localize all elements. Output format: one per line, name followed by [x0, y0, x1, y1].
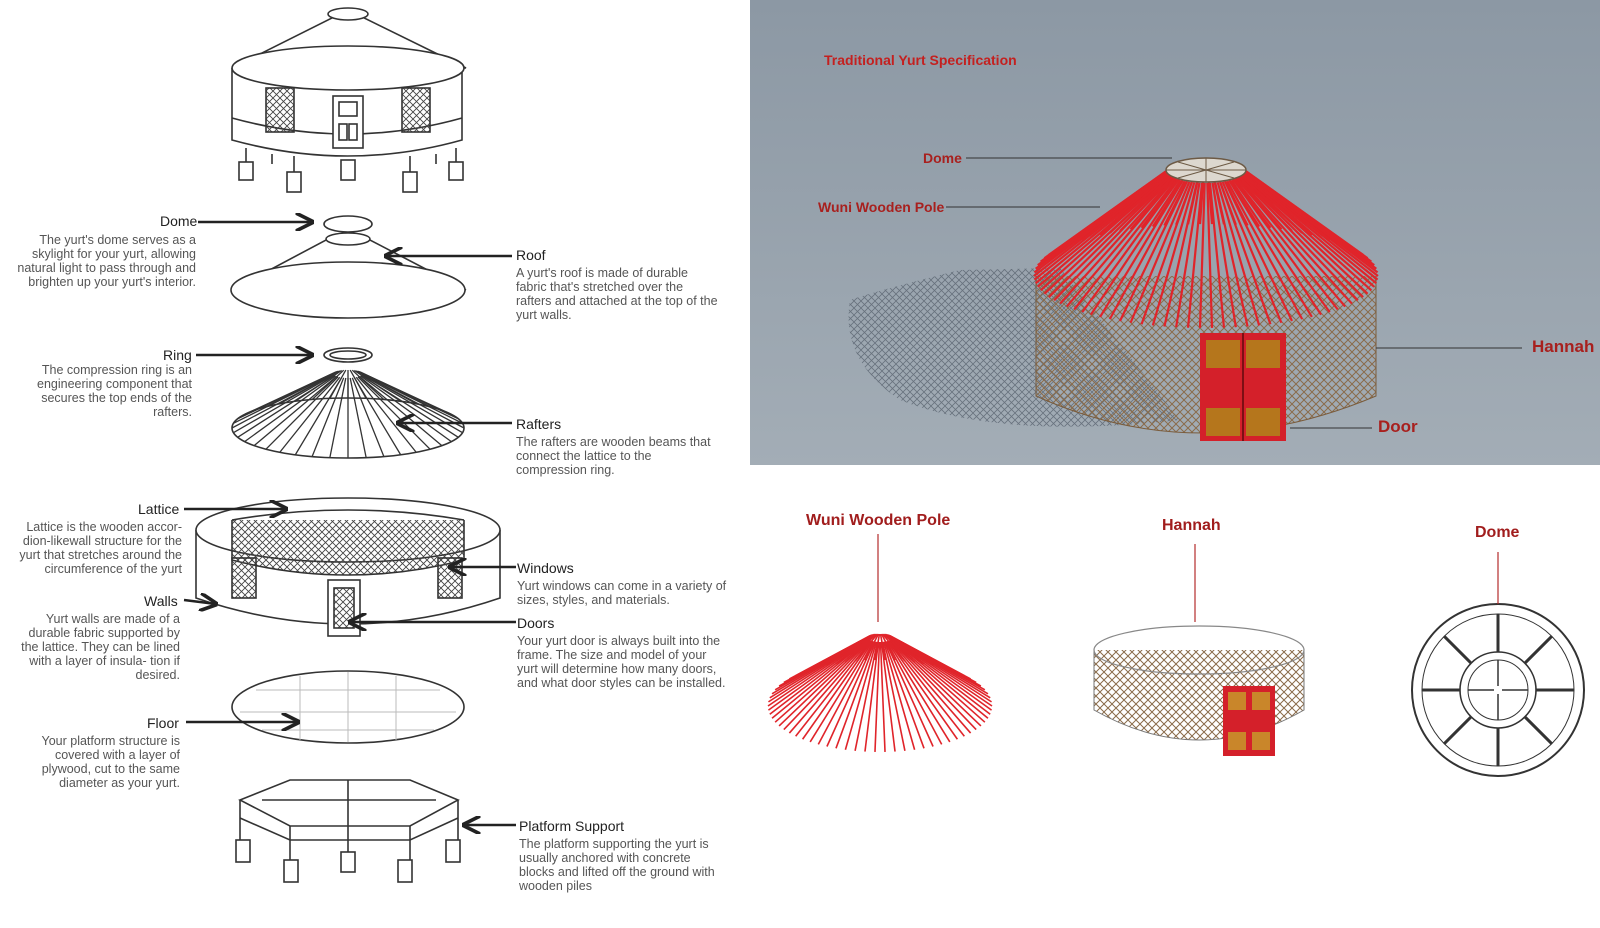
- yurt-shadow: [848, 268, 1180, 427]
- pointer-arrows: [183, 222, 516, 825]
- platform-support-description: The platform supporting the yurt is usua…: [519, 837, 715, 893]
- component-hannah-label: Hannah: [1162, 517, 1221, 534]
- spec-dome-label: Dome: [923, 150, 962, 166]
- spec-hannah-label: Hannah: [1532, 337, 1595, 356]
- hannah-component: [1093, 625, 1305, 756]
- wuni-pole-component: [767, 633, 993, 752]
- rafters-label: Rafters: [516, 416, 562, 432]
- spec-title: Traditional Yurt Specification: [824, 52, 1017, 68]
- rafters-description: The rafters are wooden beams that connec…: [516, 435, 711, 477]
- dome-component: [1411, 603, 1585, 777]
- platform-support-label: Platform Support: [519, 818, 625, 834]
- walls-description: Yurt walls are made of a durable fabric …: [21, 612, 180, 682]
- floor-description: Your platform structure is covered with …: [41, 734, 180, 790]
- assembled-yurt-illustration: [231, 7, 467, 193]
- spec-wuni-label: Wuni Wooden Pole: [818, 199, 945, 215]
- wuni-roof-render: [1033, 160, 1379, 329]
- door-render: [1200, 333, 1286, 441]
- rafters-illustration: [231, 369, 465, 459]
- windows-label: Windows: [517, 560, 574, 576]
- doors-label: Doors: [517, 615, 555, 631]
- windows-description: Yurt windows can come in a variety of si…: [517, 579, 727, 607]
- dome-illustration: [323, 215, 373, 233]
- walls-label: Walls: [144, 593, 178, 609]
- ring-illustration: [323, 347, 373, 363]
- ring-label: Ring: [163, 347, 192, 363]
- roof-label: Roof: [516, 247, 546, 263]
- hannah-wall-render: [1036, 276, 1376, 433]
- dome-description: The yurt's dome serves as a skylight for…: [17, 233, 196, 289]
- component-dome-label: Dome: [1475, 524, 1520, 541]
- spec-door-label: Door: [1378, 417, 1418, 436]
- exploded-yurt-diagram: [183, 7, 516, 883]
- component-leader-lines: [877, 534, 1499, 622]
- dome-render: [1165, 157, 1247, 183]
- roof-illustration: [230, 232, 467, 319]
- roof-description: A yurt's roof is made of durable fabric …: [516, 266, 718, 322]
- platform-illustration: [235, 779, 461, 883]
- dome-label: Dome: [160, 213, 198, 229]
- ring-description: The compression ring is an engineering c…: [37, 363, 192, 419]
- spec-leader-lines: [946, 157, 1522, 429]
- floor-label: Floor: [147, 715, 179, 731]
- lattice-description: Lattice is the wooden accor- dion-likewa…: [19, 520, 182, 576]
- doors-description: Your yurt door is always built into the …: [517, 634, 726, 690]
- component-wuni-label: Wuni Wooden Pole: [806, 512, 951, 529]
- lattice-label: Lattice: [138, 501, 180, 517]
- floor-illustration: [231, 670, 465, 744]
